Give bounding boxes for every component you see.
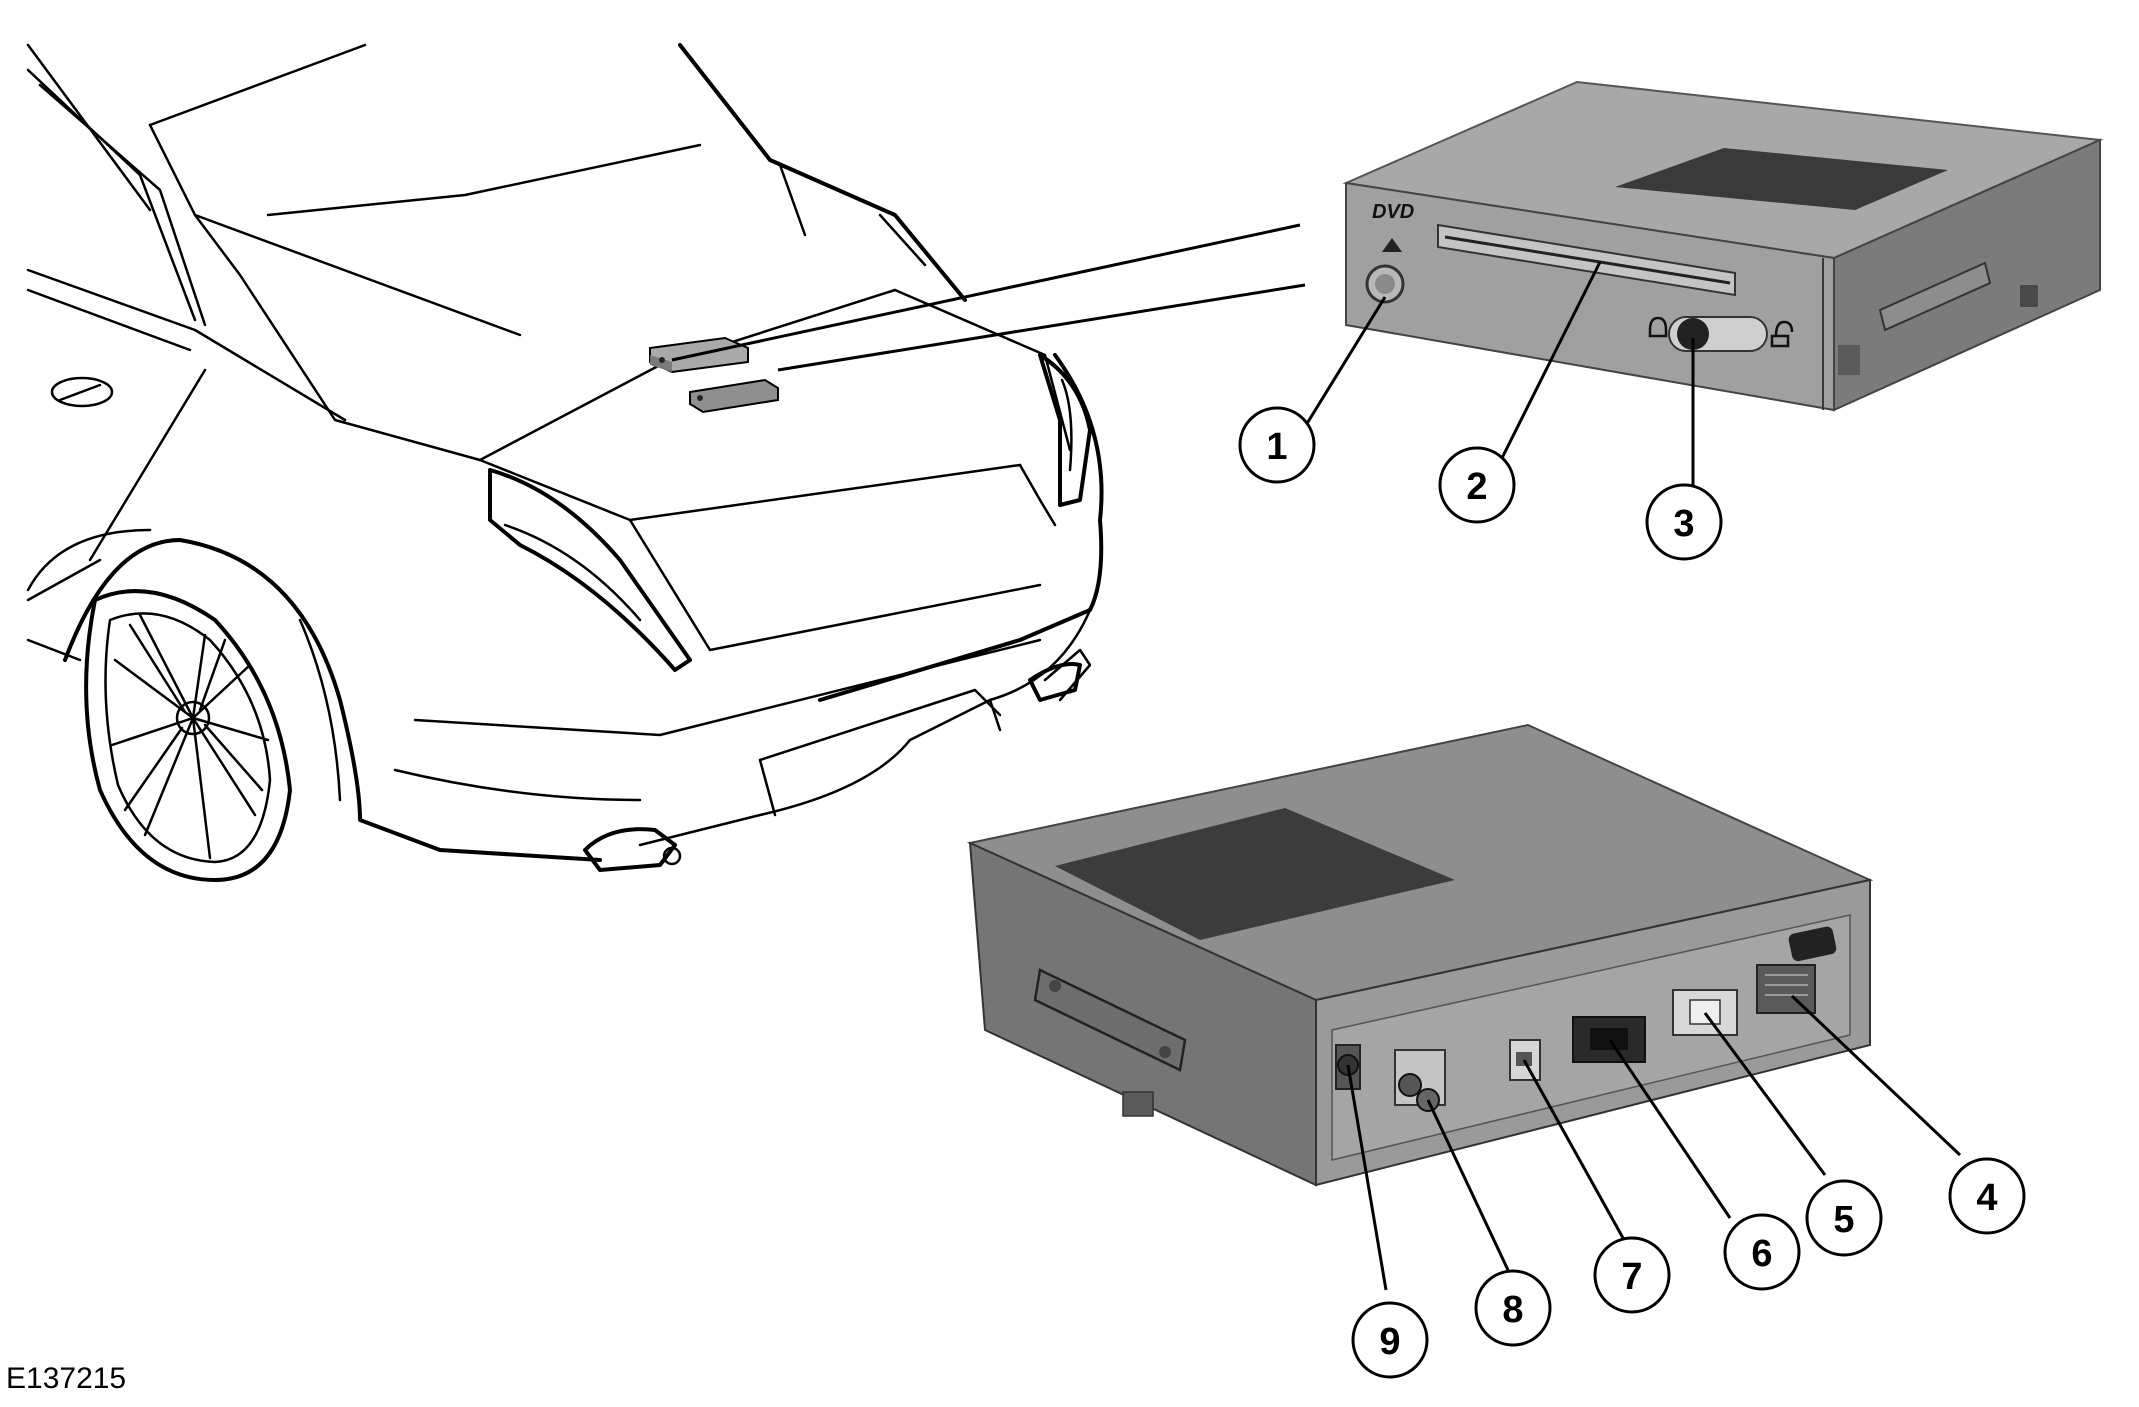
leader-9 — [1346, 1064, 1388, 1291]
leader-8 — [1426, 1099, 1510, 1271]
figure-code: E137215 — [6, 1362, 127, 1395]
zoom-line-lower — [777, 283, 1306, 372]
callout-4: 4 — [1948, 1157, 2026, 1235]
callout-9-label: 9 — [1379, 1321, 1400, 1363]
callout-5: 5 — [1805, 1179, 1883, 1257]
leader-2 — [1498, 261, 1602, 463]
callout-7-label: 7 — [1621, 1256, 1642, 1298]
callout-1-label: 1 — [1266, 426, 1287, 468]
callout-8: 8 — [1474, 1269, 1552, 1347]
callout-9: 9 — [1351, 1301, 1429, 1379]
leader-5 — [1703, 1012, 1827, 1176]
callout-group: 1 2 3 4 5 6 7 8 — [1238, 406, 2026, 1379]
dvd-unit-front-view: DVD — [1342, 80, 2104, 412]
leader-6 — [1608, 1039, 1732, 1219]
callout-2: 2 — [1438, 446, 1516, 524]
callout-1: 1 — [1238, 406, 1316, 484]
leader-1 — [1301, 296, 1387, 431]
callout-6: 6 — [1723, 1213, 1801, 1291]
leader-4 — [1790, 994, 1962, 1157]
leader-7 — [1522, 1059, 1625, 1239]
unit-location-marker — [649, 336, 779, 414]
callout-7: 7 — [1593, 1236, 1671, 1314]
callout-4-label: 4 — [1976, 1177, 1997, 1219]
callout-3-label: 3 — [1673, 503, 1694, 545]
zoom-line-upper — [671, 223, 1301, 362]
dvd-unit-rear-view — [966, 723, 1874, 1187]
callout-8-label: 8 — [1502, 1289, 1523, 1331]
callout-5-label: 5 — [1833, 1199, 1854, 1241]
callout-2-label: 2 — [1466, 466, 1487, 508]
callout-6-label: 6 — [1751, 1233, 1772, 1275]
car-rear-illustration — [26, 43, 1104, 882]
callout-3: 3 — [1645, 483, 1723, 561]
dvd-logo: DVD — [1372, 201, 1414, 223]
